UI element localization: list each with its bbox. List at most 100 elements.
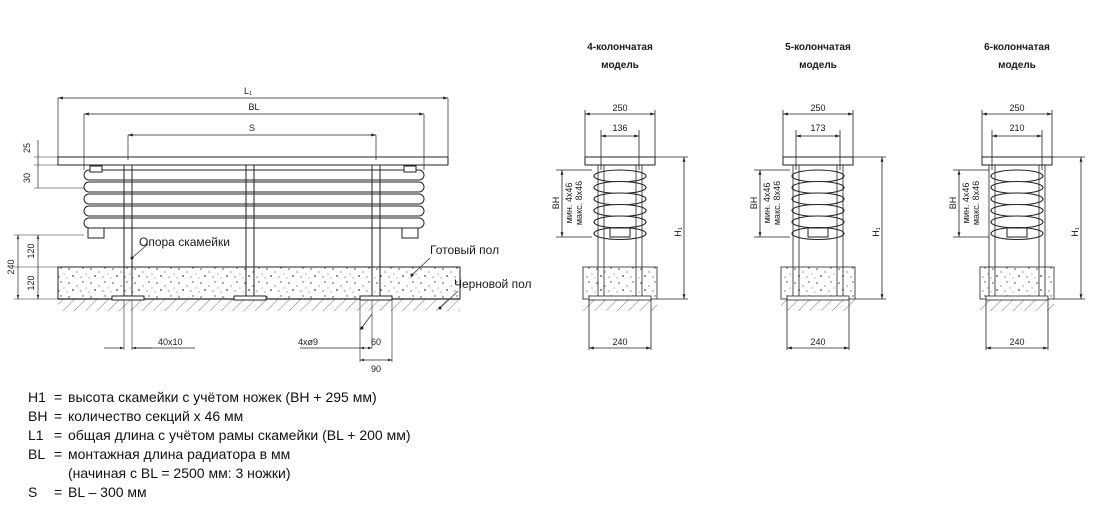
leg-foot bbox=[359, 295, 393, 301]
legend-row: L1=общая длина с учётом рамы скамейки (B… bbox=[28, 426, 411, 445]
dim-bl-label: BL bbox=[248, 102, 259, 112]
legend-row: H1 = высота скамейки с учётом ножек (BH + … bbox=[28, 388, 411, 407]
radiator-section-coil bbox=[990, 169, 1044, 183]
dim-width-total-label: 250 bbox=[1009, 103, 1024, 113]
rough-floor-section bbox=[583, 299, 657, 311]
legend-equals: = bbox=[54, 484, 63, 500]
dim-60-label: 60 bbox=[371, 337, 381, 347]
legend-symbol: BH bbox=[28, 408, 48, 424]
radiator-section-coil bbox=[593, 169, 647, 183]
radiator-valve bbox=[609, 227, 631, 238]
dim-4x9-label: 4xø9 bbox=[298, 337, 318, 347]
dim-30-label: 30 bbox=[22, 173, 32, 183]
side-view-title: 4-колончатая bbox=[587, 42, 653, 53]
dim-s-label: S bbox=[249, 123, 255, 133]
dim-bh-label: BH bbox=[551, 197, 561, 210]
radiator-section-coil bbox=[593, 192, 647, 206]
leader-support bbox=[131, 243, 149, 259]
radiator-header-left bbox=[87, 227, 105, 239]
radiator-cap-right bbox=[403, 165, 417, 173]
legend-equals: = bbox=[54, 408, 63, 424]
leg-foot bbox=[233, 295, 267, 301]
radiator-valve bbox=[807, 227, 829, 238]
legend-row: BH = количество секций x 46 мм bbox=[28, 407, 411, 426]
dim-width-total-label: 250 bbox=[810, 103, 825, 113]
side-view-subtitle: модель bbox=[998, 60, 1036, 71]
leg-foot-section bbox=[588, 295, 652, 301]
dim-h1-label: H₁ bbox=[871, 227, 881, 237]
side-view-subtitle: модель bbox=[799, 60, 837, 71]
dim-base-width-label: 240 bbox=[612, 337, 627, 347]
leg-foot bbox=[111, 295, 145, 301]
floor-section bbox=[780, 266, 856, 300]
bench-top bbox=[57, 156, 449, 166]
radiator-section-coil bbox=[593, 215, 647, 229]
floor-section bbox=[582, 266, 658, 300]
radiator-valve bbox=[1006, 227, 1028, 238]
dim-h1-label: H₁ bbox=[673, 227, 683, 237]
dim-240-label: 240 bbox=[6, 259, 16, 274]
legend-equals: = bbox=[54, 446, 63, 462]
bench-top-section bbox=[981, 156, 1053, 166]
legend-text: BL – 300 мм bbox=[68, 484, 147, 500]
side-view-title: 5-колончатая bbox=[785, 42, 851, 53]
dim-min-label: мин. 4x46 bbox=[961, 183, 971, 224]
rough-floor-section bbox=[781, 299, 855, 311]
finished-floor-layer bbox=[57, 266, 461, 300]
legend-equals: = bbox=[54, 389, 63, 405]
legend-symbol: H1 bbox=[28, 389, 46, 405]
dim-min-label: мин. 4x46 bbox=[762, 183, 772, 224]
legend-symbol: S bbox=[28, 484, 38, 500]
radiator-section-coil bbox=[990, 180, 1044, 195]
radiator-section-coil bbox=[791, 169, 845, 183]
radiator-section-coil bbox=[990, 203, 1044, 218]
finished-floor-label: Готовый пол bbox=[430, 243, 499, 257]
legend-row: BL=монтажная длина радиатора в мм bbox=[28, 445, 411, 464]
legend-symbol: BL bbox=[28, 446, 46, 462]
radiator-cap-left bbox=[89, 165, 103, 173]
dim-bh-label: BH bbox=[749, 197, 759, 210]
radiator-section-coil bbox=[791, 203, 845, 218]
floor-section bbox=[979, 266, 1055, 300]
leader-finished-floor bbox=[411, 257, 431, 276]
legend-text: высота скамейки с учётом ножек (BH + 295… bbox=[68, 389, 377, 405]
side-view-subtitle: модель bbox=[601, 60, 639, 71]
dim-width-total-label: 250 bbox=[612, 103, 627, 113]
dim-min-label: мин. 4x46 bbox=[564, 183, 574, 224]
dim-25-label: 25 bbox=[22, 143, 32, 153]
legend-text: общая длина с учётом рамы скамейки (BL +… bbox=[68, 427, 411, 443]
dim-width-inner-label: 136 bbox=[612, 123, 627, 133]
dim-bh-label: BH bbox=[948, 197, 958, 210]
front-view-labels: L₁ BL S 25 30 120 120 240 Опора скамейки… bbox=[6, 86, 532, 374]
radiator-section-coil bbox=[990, 192, 1044, 206]
radiator-section-coil bbox=[791, 215, 845, 229]
radiator-section-coil bbox=[990, 215, 1044, 229]
radiator-section-coil bbox=[593, 203, 647, 218]
radiator-section-coil bbox=[791, 180, 845, 195]
legend-text: количество секций x 46 мм bbox=[68, 408, 244, 424]
leg-foot-section bbox=[786, 295, 850, 301]
dim-width-inner-label: 210 bbox=[1009, 123, 1024, 133]
bench-top-section bbox=[782, 156, 854, 166]
legend: H1 = высота скамейки с учётом ножек (BH + … bbox=[28, 388, 411, 502]
legend-equals: = bbox=[54, 427, 63, 443]
legend-row: (начиная с BL = 2500 мм: 3 ножки) bbox=[28, 464, 411, 483]
dim-max-label: макс. 8x46 bbox=[772, 181, 782, 225]
rough-floor-label: Черновой пол bbox=[454, 277, 532, 291]
dim-90-label: 90 bbox=[371, 364, 381, 374]
bench-top-section bbox=[584, 156, 656, 166]
leg-foot-section bbox=[985, 295, 1049, 301]
radiator-header-right bbox=[401, 227, 419, 239]
rough-floor-hatch bbox=[58, 299, 460, 311]
dim-120-bottom-label: 120 bbox=[26, 275, 36, 290]
dim-max-label: макс. 8x46 bbox=[971, 181, 981, 225]
rough-floor-section bbox=[980, 299, 1054, 311]
dim-h1-label: H₁ bbox=[1070, 227, 1080, 237]
dim-base-width-label: 240 bbox=[810, 337, 825, 347]
dim-40x10-label: 40x10 bbox=[158, 337, 183, 347]
